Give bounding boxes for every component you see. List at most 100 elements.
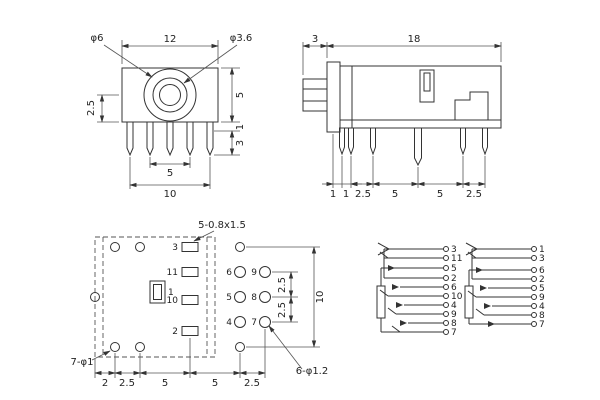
- isolator-box: [464, 285, 474, 319]
- hole-phi1-2-pin8: [259, 291, 271, 303]
- slot-pin1: [149, 280, 166, 304]
- slot-pin10: [181, 295, 199, 305]
- bottom-body-dashed-outline: [94, 236, 216, 358]
- dim-body-height: 5: [235, 92, 246, 98]
- pin-number-8: 8: [251, 293, 257, 303]
- hole-phi1: [235, 242, 245, 252]
- pin-number-4: 4: [226, 318, 232, 328]
- dim-side-b1: 1: [343, 189, 349, 200]
- front-ring-circle: [152, 77, 188, 113]
- side-pin: [370, 127, 376, 156]
- side-pin: [482, 127, 488, 156]
- hole-phi1: [135, 342, 145, 352]
- pin-number-3: 3: [172, 243, 178, 253]
- dim-bottom-b4: 2.5: [244, 378, 260, 389]
- bottom-view-outline: [90, 236, 271, 358]
- front-view-dimensions: 12 φ6 φ3.6 2.5 5 1 3: [86, 33, 252, 200]
- schematic-pin: 4: [539, 302, 545, 312]
- side-view: 3 18 1 1 2.5 5 5 2.5: [302, 34, 502, 200]
- side-slot-inner: [423, 72, 431, 92]
- schematic-pin: 8: [539, 311, 545, 321]
- dim-bottom-b0: 2: [102, 378, 108, 389]
- dim-body-width: 12: [164, 34, 177, 45]
- schematic-pin: 2: [539, 275, 545, 285]
- schematic-pin: 7: [451, 328, 457, 338]
- dim-bottom-b2: 5: [162, 378, 168, 389]
- front-pin: [166, 121, 174, 157]
- hole-phi1-2-pin4: [234, 316, 246, 328]
- front-inner-circle: [159, 84, 181, 106]
- pin-number-5: 5: [226, 293, 232, 303]
- contact-arrow: [388, 265, 395, 271]
- front-outer-circle: [143, 68, 197, 122]
- side-view-dimensions: 3 18 1 1 2.5 5 5 2.5: [302, 34, 502, 200]
- dim-bottom-b3: 5: [212, 378, 218, 389]
- schematic-pin: 9: [539, 293, 545, 303]
- side-slot-detail: [419, 69, 435, 103]
- schematic-right: 1 3 6 2 5 9 4 8 7: [464, 242, 545, 330]
- hole-phi1-2-pin5: [234, 291, 246, 303]
- slot-pin3: [181, 242, 199, 252]
- schematic-pin: 8: [451, 319, 457, 329]
- front-view: 12 φ6 φ3.6 2.5 5 1 3: [86, 33, 252, 200]
- dim-body-length: 18: [408, 34, 421, 45]
- front-body: [121, 67, 219, 123]
- dim-shoulder: 1: [235, 124, 246, 130]
- schematic-pin: 6: [451, 283, 457, 293]
- dim-bushing-depth: 3: [312, 34, 318, 45]
- dim-row-span: 10: [315, 291, 326, 304]
- contact-arrow: [396, 302, 403, 308]
- slot-pin2: [181, 326, 199, 336]
- label-holes-small: 7-φ1: [71, 357, 94, 368]
- front-pin: [206, 121, 214, 157]
- pin-number-2: 2: [172, 327, 178, 337]
- contact-arrow: [484, 303, 491, 309]
- side-bushing: [302, 78, 328, 112]
- dim-pin-pitch: 5: [167, 168, 173, 179]
- hole-phi1-2-pin6: [234, 266, 246, 278]
- schematic-pin: 6: [539, 266, 545, 276]
- contact-arrow: [392, 284, 399, 290]
- dim-side-b4: 5: [437, 189, 443, 200]
- contact-arrow: [480, 285, 487, 291]
- schematic-pin: 9: [451, 310, 457, 320]
- schematic-pin: 5: [539, 284, 545, 294]
- front-pin: [146, 121, 154, 157]
- schematic-pin: 3: [539, 254, 545, 264]
- pin-number-9: 9: [251, 268, 257, 278]
- dim-outer-diameter: φ6: [91, 33, 104, 44]
- front-pin: [126, 121, 134, 157]
- schematic-pin: 10: [451, 292, 463, 302]
- hole-phi1: [110, 242, 120, 252]
- hole-phi1: [110, 342, 120, 352]
- dim-row-pitch-1: 2.5: [277, 277, 288, 293]
- dim-side-b2: 2.5: [355, 189, 371, 200]
- schematic-pin: 4: [451, 301, 457, 311]
- hole-phi1: [135, 242, 145, 252]
- side-pin: [348, 127, 354, 156]
- schematic-pin: 11: [451, 254, 462, 264]
- hole-phi1-2-pin7: [259, 316, 271, 328]
- dim-pin-span: 10: [164, 189, 177, 200]
- bottom-view: 3 11 1 10 2 6 9 5 8 4 7 5-0.8x1.5 7-φ1 6…: [71, 220, 329, 389]
- dim-side-b5: 2.5: [466, 189, 482, 200]
- pin-number-6: 6: [226, 268, 232, 278]
- label-slots: 5-0.8x1.5: [198, 220, 246, 231]
- schematic-pin: 3: [451, 245, 457, 255]
- dim-side-b0: 1: [330, 189, 336, 200]
- schematic-pin: 5: [451, 264, 457, 274]
- dim-row-pitch-2: 2.5: [277, 302, 288, 318]
- contact-arrow: [400, 320, 407, 326]
- front-view-outline: [121, 67, 219, 157]
- schematic-pin: 2: [451, 274, 457, 284]
- side-step-detail: [454, 91, 489, 120]
- bottom-view-callouts: 5-0.8x1.5 7-φ1 6-φ1.2: [71, 220, 329, 377]
- schematic-left: 3 11 5 2 6 10 4 9 8 7: [376, 242, 463, 338]
- pin-number-10: 10: [167, 296, 179, 306]
- pin-number-1: 1: [168, 288, 174, 298]
- bottom-view-pin-numbers: 3 11 1 10 2 6 9 5 8 4 7: [167, 243, 258, 337]
- schematic-pin: 1: [539, 245, 545, 255]
- label-holes-large: 6-φ1.2: [296, 366, 328, 377]
